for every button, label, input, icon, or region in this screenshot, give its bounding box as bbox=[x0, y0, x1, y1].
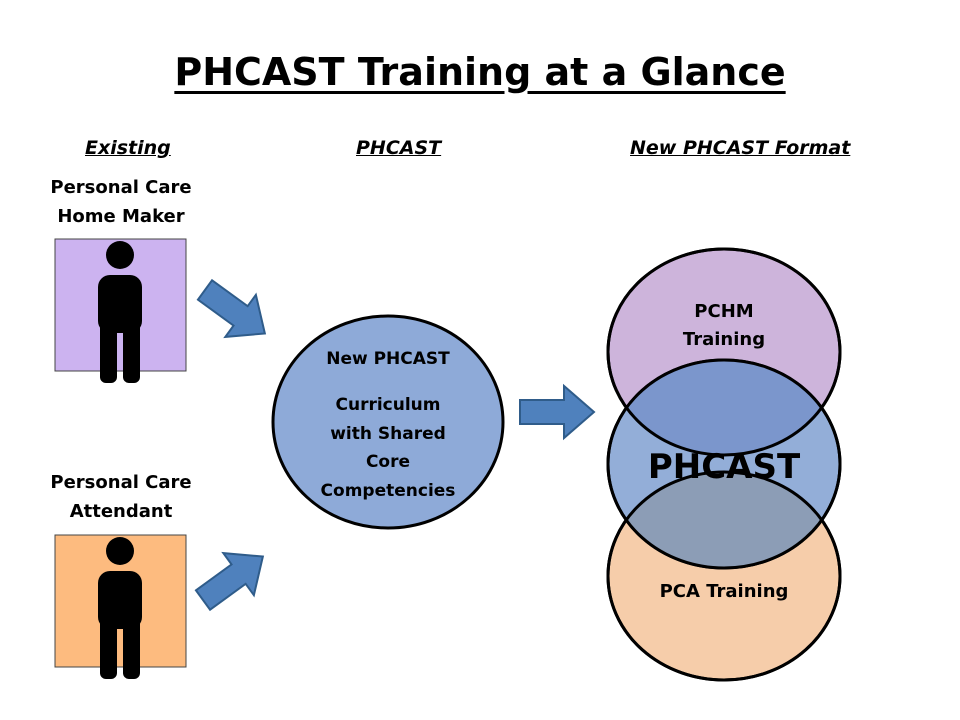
role-label-attendant-line2: Attendant bbox=[69, 501, 173, 522]
pca-outline bbox=[606, 470, 842, 682]
page-title: PHCAST Training at a Glance bbox=[174, 50, 786, 94]
column-heading-existing: Existing bbox=[85, 137, 171, 159]
pchm-label-line2: Training bbox=[683, 329, 765, 350]
phcast-outline bbox=[606, 358, 842, 570]
role-label-homemaker: Personal Care Home Maker bbox=[11, 173, 231, 231]
column-heading-phcast: PHCAST bbox=[356, 137, 442, 159]
role-label-attendant: Personal Care Attendant bbox=[11, 468, 231, 526]
pchm-label-line1: PCHM bbox=[694, 301, 753, 322]
pca-label: PCA Training bbox=[660, 581, 789, 602]
curriculum-line4: Competencies bbox=[321, 481, 456, 501]
curriculum-ellipse bbox=[271, 314, 505, 530]
arrow-icon bbox=[188, 267, 282, 356]
curriculum-line2: with Shared bbox=[330, 424, 446, 444]
overlap-bottom bbox=[608, 472, 840, 568]
arrow-icon bbox=[186, 534, 280, 623]
phcast-label: PHCAST bbox=[648, 447, 801, 487]
role-label-homemaker-line1: Personal Care bbox=[50, 177, 192, 198]
role-label-homemaker-line2: Home Maker bbox=[57, 206, 185, 227]
curriculum-line1: Curriculum bbox=[336, 395, 441, 415]
role-label-attendant-line1: Personal Care bbox=[50, 472, 192, 493]
arrow-icon bbox=[519, 385, 595, 439]
column-heading-new-format: New PHCAST Format bbox=[630, 137, 851, 159]
curriculum-heading: New PHCAST bbox=[326, 349, 450, 369]
pchm-outline bbox=[606, 247, 842, 457]
curriculum-line3: Core bbox=[366, 452, 410, 472]
overlap-top bbox=[608, 360, 840, 455]
